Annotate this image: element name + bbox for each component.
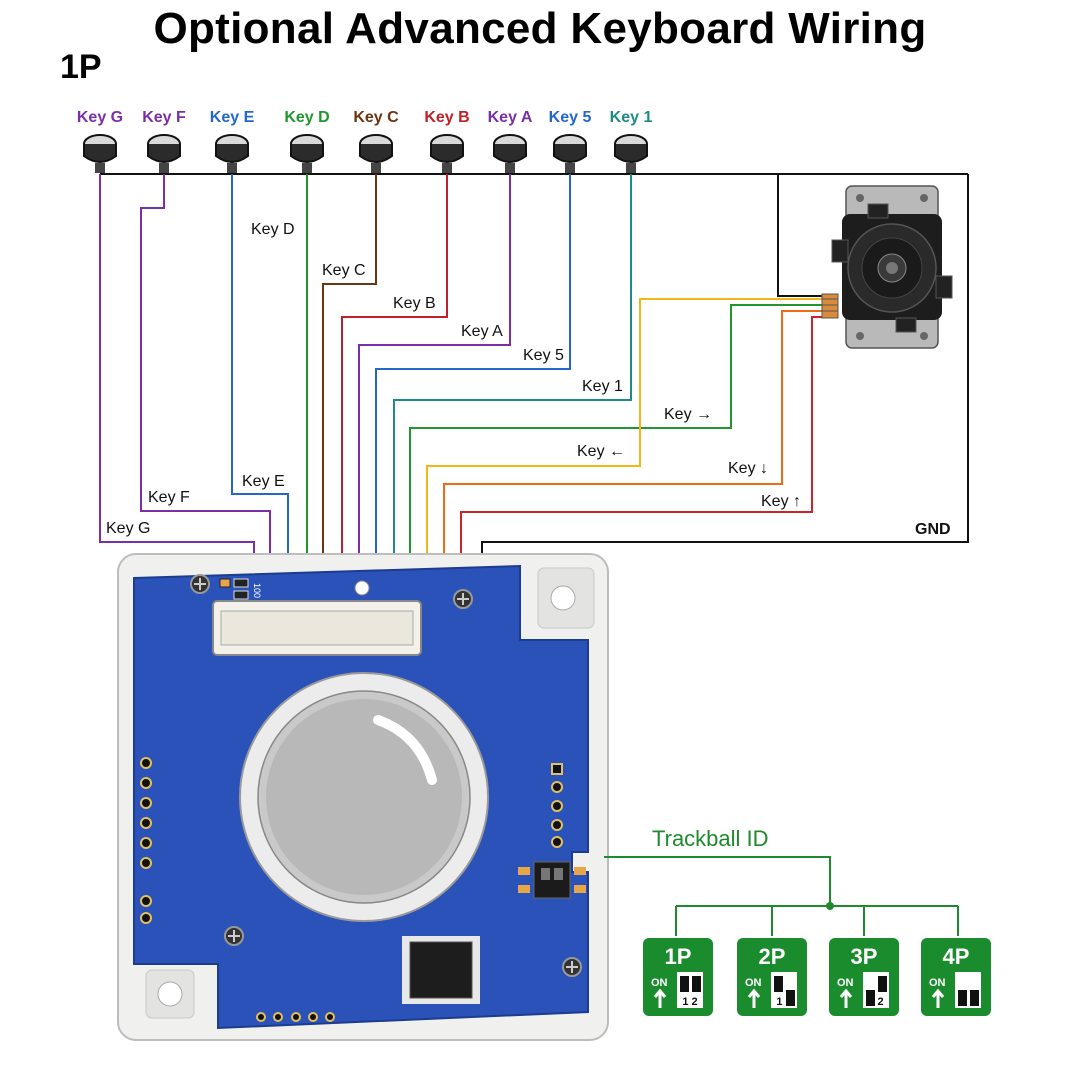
trackball-id-section: Trackball ID 1P ON 1 2 2P ON [604,826,991,1016]
wire-label-key-c: Key C [322,262,366,279]
wire-key-1 [393,174,632,554]
wire-label-key-f: Key F [148,489,190,506]
diagram-title: Optional Advanced Keyboard Wiring [153,4,927,53]
wire-label-key-e: Key E [242,473,285,490]
wire-label-key-up: Key ↑ [761,493,801,510]
button-label-key-5: Key 5 [549,109,592,126]
arrow-up-icon [839,988,853,1008]
button-row: Key G Key F Key E Key D Key C Key B Key … [77,109,968,175]
pcb-marking: 100 [252,583,262,598]
trackball-board: 100 [117,553,609,1041]
button-label-key-f: Key F [142,109,186,126]
wire-label-key-5: Key 5 [523,347,564,364]
arcade-button-icon [493,134,527,173]
arrow-up-icon [931,988,945,1008]
arcade-button-icon [614,134,648,173]
left-pad-column [140,757,152,924]
switch-id-4p: 4P [943,944,970,969]
wire-key-5 [375,174,571,554]
trackball-id-label: Trackball ID [652,826,769,851]
button-label-key-1: Key 1 [610,109,653,126]
wire-key-f [140,174,271,554]
arcade-button-icon [553,134,587,173]
switch-pins-2p: 1 2 [776,996,791,1008]
trackball-id-switch-4p: 4P ON 1 2 [921,938,991,1016]
wire-label-gnd: GND [915,521,951,538]
wire-label-key-a: Key A [461,323,503,340]
right-pad-column [551,763,563,848]
ground-wiring [481,174,969,554]
wire-key-left [426,298,836,554]
wire-key-right [409,304,836,554]
switch-pins-4p: 1 2 [960,996,975,1008]
switch-id-1p: 1P [665,944,692,969]
switch-id-2p: 2P [759,944,786,969]
wire-label-key-1: Key 1 [582,378,623,395]
button-label-key-a: Key A [488,109,533,126]
trackball-id-switch-2p: 2P ON 1 2 [737,938,807,1016]
wire-label-key-d: Key D [251,221,295,238]
button-wires [99,174,632,554]
trackball-id-switch-3p: 3P ON 1 2 [829,938,899,1016]
arcade-button-icon [290,134,324,173]
dip-switch-icon [518,861,586,899]
arcade-button-icon [359,134,393,173]
bottom-pad-row [256,1012,335,1022]
button-label-key-g: Key G [77,109,123,126]
screw-icon [190,574,210,594]
wire-label-key-left: Key ← [577,443,625,460]
button-label-key-c: Key C [353,109,399,126]
switch-pins-3p: 1 2 [868,996,883,1008]
wire-key-a [358,174,511,554]
wire-key-c [322,174,377,554]
trackball-id-switch-1p: 1P ON 1 2 [643,938,713,1016]
arrow-up-icon [747,988,761,1008]
button-label-key-d: Key D [284,109,329,126]
button-label-key-b: Key B [424,109,469,126]
joystick-icon [821,185,953,349]
screw-icon [562,957,582,977]
arcade-button-icon [83,134,117,173]
wire-label-key-b: Key B [393,295,436,312]
switch-id-3p: 3P [851,944,878,969]
wire-key-down [443,310,836,554]
wire-key-up [460,316,836,554]
player-label: 1P [60,48,102,86]
wire-label-key-down: Key ↓ [728,460,768,477]
wire-key-g [99,174,255,554]
switch-pins-1p: 1 2 [682,996,697,1008]
trackball-icon [239,672,489,922]
wire-connector [212,600,422,656]
switch-on-1p: ON [651,977,668,989]
wire-key-b [341,174,448,554]
wire-key-e [231,174,289,554]
wire-labels: Key G Key F Key E Key D Key C Key B Key … [106,221,951,538]
chip-icon [402,936,480,1004]
switch-on-2p: ON [745,977,762,989]
switch-on-4p: ON [929,977,946,989]
arcade-button-icon [430,134,464,173]
screw-icon [453,589,473,609]
joystick-wires [409,298,836,554]
button-label-key-e: Key E [210,109,255,126]
wire-label-key-g: Key G [106,520,150,537]
switch-on-3p: ON [837,977,854,989]
arcade-button-icon [147,134,181,173]
arcade-button-icon [215,134,249,173]
arrow-up-icon [653,988,667,1008]
screw-icon [224,926,244,946]
wire-label-key-right: Key → [664,406,712,423]
